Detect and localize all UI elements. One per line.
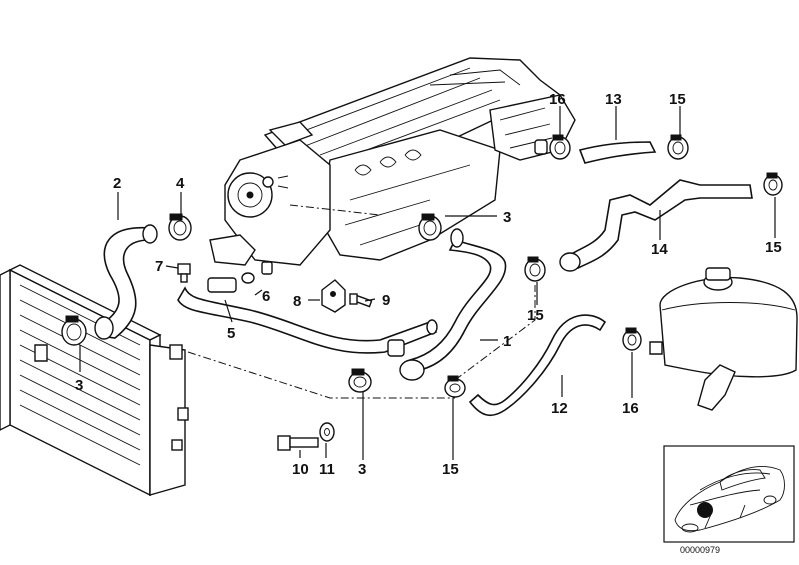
callout-10: 10	[292, 461, 309, 478]
radiator	[0, 264, 189, 497]
callout-13: 13	[605, 91, 622, 108]
callout-3-lower: 3	[358, 461, 366, 478]
callout-5: 5	[227, 325, 235, 342]
callout-11: 11	[319, 461, 335, 478]
clamp-15-right	[763, 172, 783, 196]
leader-lines	[79, 106, 776, 460]
callout-1: 1	[503, 333, 511, 350]
reference-number: 00000979	[680, 545, 720, 555]
car-location-icon	[674, 465, 785, 533]
callout-16-tank: 16	[622, 400, 639, 417]
hose-1-lower	[399, 228, 507, 381]
engine-block	[209, 57, 576, 266]
clamps	[61, 134, 783, 398]
bolt-10	[277, 435, 319, 451]
callout-2: 2	[113, 175, 121, 192]
clamp-16-tank	[622, 327, 642, 351]
callout-3-radiator: 3	[75, 377, 83, 394]
callout-6: 6	[262, 288, 270, 305]
hose-5-bypass	[177, 277, 438, 357]
callout-15-right: 15	[765, 239, 782, 256]
clamp-16-top	[549, 134, 571, 160]
clamp-15-lower	[444, 375, 466, 398]
small-parts	[177, 261, 373, 451]
callout-16-top: 16	[549, 91, 566, 108]
callout-9: 9	[382, 292, 390, 309]
hose-13-short	[534, 139, 657, 164]
hose-14-heater	[559, 179, 753, 272]
clamp-15-mid	[524, 256, 546, 282]
o-ring-6	[241, 272, 255, 284]
location-inset: 00000979	[663, 445, 795, 555]
callout-15-lower: 15	[442, 461, 459, 478]
callout-15-mid: 15	[527, 307, 544, 324]
bleed-screw-7	[177, 263, 191, 283]
clamp-3-lower	[348, 368, 372, 393]
clamp-15-top	[667, 134, 689, 160]
callout-8: 8	[293, 293, 301, 310]
callout-15-top: 15	[669, 91, 686, 108]
washer-11	[319, 422, 335, 442]
hose-12-expansion	[468, 314, 607, 417]
callout-labels: 2 4 7 6 8 9 5 3 3 3 1 10 11 15 15 15 15 …	[75, 91, 782, 478]
callout-14: 14	[651, 241, 668, 258]
clamp-3-upper	[418, 213, 442, 241]
callout-12: 12	[551, 400, 568, 417]
clamp-3-radiator	[61, 315, 87, 346]
bolt-9	[349, 293, 373, 308]
callout-3-upper: 3	[503, 209, 511, 226]
callout-7: 7	[155, 258, 163, 275]
hose-2-upper-radiator	[94, 224, 158, 340]
expansion-tank	[649, 267, 798, 411]
callout-4: 4	[176, 175, 185, 192]
clamp-4	[168, 213, 192, 241]
